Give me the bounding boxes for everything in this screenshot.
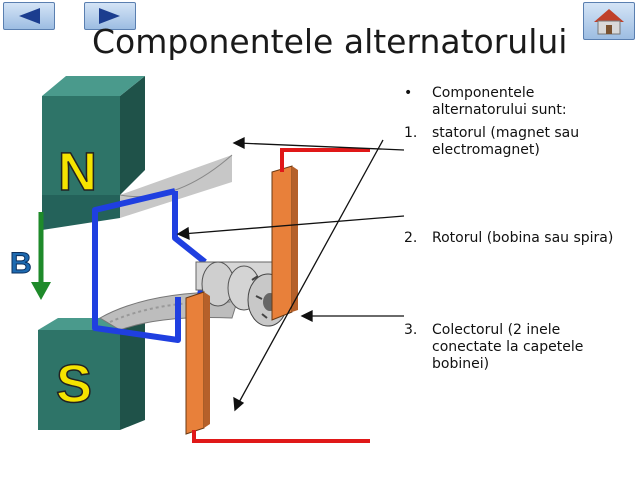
output-wire-bottom	[192, 430, 370, 443]
previous-slide-button[interactable]	[3, 2, 55, 30]
house-icon	[594, 9, 624, 35]
collector-rings	[185, 165, 298, 435]
list-item-collector: 3. Colectorul (2 inele conectate la cape…	[404, 322, 584, 372]
north-magnet	[42, 76, 233, 230]
home-button[interactable]	[583, 2, 635, 40]
bullet-icon: •	[404, 85, 413, 101]
output-wire-top	[280, 148, 370, 172]
pointer-lines	[176, 136, 405, 412]
triangle-right-icon	[99, 8, 120, 24]
magnetic-field-label: B	[10, 247, 32, 280]
list-intro: • Componentele alternatorului sunt:	[404, 85, 567, 118]
north-pole-label: N	[58, 142, 97, 202]
slide-title: Componentele alternatorului	[92, 22, 568, 61]
triangle-left-icon	[19, 8, 40, 24]
field-arrow	[31, 212, 51, 300]
list-item-rotor: 2. Rotorul (bobina sau spira)	[404, 230, 614, 246]
rotor-shaft	[195, 261, 290, 327]
list-item-stator: 1. statorul (magnet sau electromagnet)	[404, 125, 580, 158]
next-slide-button[interactable]	[84, 2, 136, 30]
south-pole-label: S	[56, 354, 92, 414]
